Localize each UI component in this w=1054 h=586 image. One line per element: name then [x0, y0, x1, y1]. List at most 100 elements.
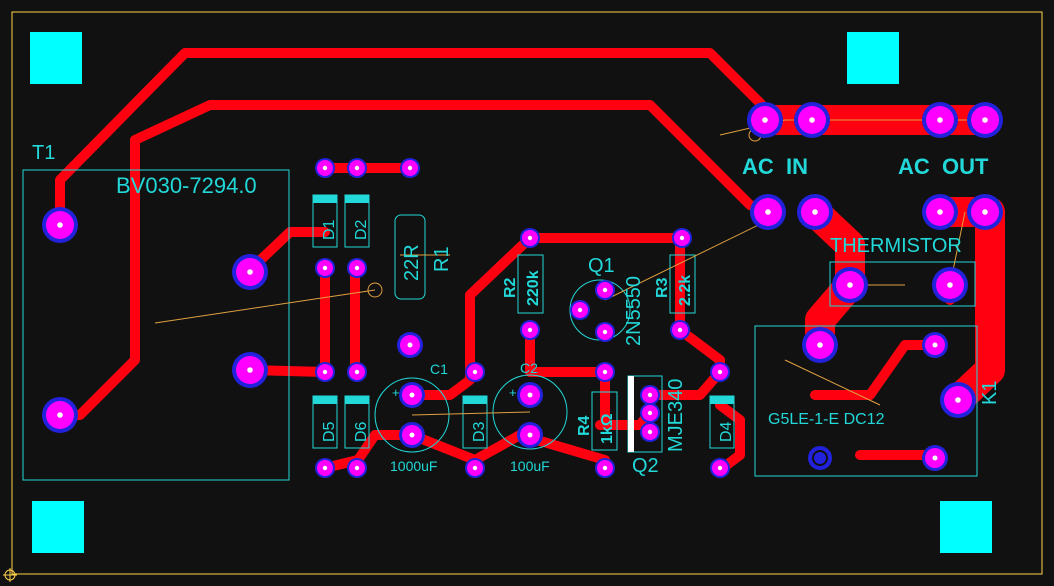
r3-outline — [669, 254, 696, 314]
thermistor-pad-a — [832, 267, 868, 303]
ac-out-pad-1 — [922, 102, 958, 138]
r2-pad-b — [520, 320, 540, 340]
q1-part: 2N5550 — [623, 276, 645, 346]
q2-ref: Q2 — [632, 455, 659, 477]
ac-out-label: AC OUT — [898, 154, 989, 179]
c2-outline — [492, 374, 568, 450]
c2-ref: C2 — [520, 360, 538, 376]
k1-pad-2 — [922, 332, 948, 358]
d3-band — [463, 396, 487, 404]
r1-value: 22R — [401, 244, 423, 281]
d1-band — [313, 195, 337, 203]
relay-ref: K1 — [979, 381, 1001, 405]
ac-in-pad-3 — [750, 194, 786, 230]
ac-in-pad-1 — [747, 102, 783, 138]
ac-out-pad-2 — [967, 102, 1003, 138]
q1-ref: Q1 — [588, 255, 615, 277]
d3-pad-b — [465, 458, 485, 478]
c1-plus: + — [392, 385, 400, 400]
c1-value: 1000uF — [390, 458, 437, 474]
thermistor-outline — [829, 261, 976, 307]
r3-value: 2.2k — [677, 275, 694, 306]
board-outline — [11, 11, 1043, 575]
q2-pad-1 — [640, 385, 660, 405]
r2-pad-a — [520, 228, 540, 248]
k1-nc-pad — [808, 446, 832, 470]
t1-pad-4 — [42, 397, 78, 433]
ac-in-pad-2 — [794, 102, 830, 138]
c2-pad-plus — [517, 382, 543, 408]
r4-outline — [591, 391, 618, 451]
k1-pad-3 — [940, 382, 976, 418]
ac-in-pad-4 — [797, 194, 833, 230]
ac-in-label: AC IN — [742, 154, 808, 179]
r1-pad-a — [400, 158, 420, 178]
transformer-outline — [22, 169, 290, 481]
ac-out-pad-4 — [967, 194, 1003, 230]
t1-pad-1 — [42, 207, 78, 243]
r3-pad-a — [672, 228, 692, 248]
mounting-hole-top-left — [30, 32, 82, 84]
thermistor-label: THERMISTOR — [830, 235, 962, 257]
c2-pad-minus — [517, 422, 543, 448]
d6-pad-b — [347, 458, 367, 478]
d5-band — [313, 396, 337, 404]
c2-value: 100uF — [510, 458, 550, 474]
d2-pad-b — [347, 258, 367, 278]
t1-pad-2 — [232, 254, 268, 290]
c1-outline — [374, 377, 450, 453]
d1-pad-a — [315, 158, 335, 178]
d5-label: D5 — [321, 421, 338, 442]
origin-marker — [3, 568, 17, 582]
d5-pad-b — [315, 458, 335, 478]
t1-pad-3 — [232, 352, 268, 388]
d6-band — [345, 396, 369, 404]
k1-pad-1 — [802, 327, 838, 363]
d5-pad-a — [315, 362, 335, 382]
d2-pad-a — [347, 158, 367, 178]
transformer-part: BV030-7294.0 — [116, 173, 257, 198]
d1-label: D1 — [321, 219, 338, 240]
r3-ref: R3 — [654, 277, 671, 298]
d3-label: D3 — [471, 421, 488, 442]
c1-ref: C1 — [430, 361, 448, 377]
d4-label: D4 — [718, 421, 735, 442]
mounting-hole-top-right — [847, 32, 899, 84]
r1-ref: R1 — [431, 246, 453, 272]
c1-pad-extra — [397, 332, 423, 358]
k1-pad-4 — [922, 445, 948, 471]
r4-ref: R4 — [576, 415, 593, 436]
d4-pad-b — [710, 458, 730, 478]
mounting-hole-bottom-left — [32, 501, 84, 553]
r4-pad-a — [595, 362, 615, 382]
r2-ref: R2 — [502, 277, 519, 298]
r4-value: 1kΩ — [599, 413, 616, 444]
q1-pad-3 — [595, 322, 615, 342]
r4-pad-b — [595, 458, 615, 478]
silkscreen — [22, 169, 978, 481]
q2-part: MJE340 — [665, 379, 687, 452]
d2-band — [345, 195, 369, 203]
q2-pad-3 — [640, 422, 660, 442]
d4-band — [710, 396, 734, 404]
r2-outline — [517, 254, 544, 314]
q1-pad-1 — [595, 280, 615, 300]
d3-pad-a — [465, 362, 485, 382]
c1-pad-minus — [399, 422, 425, 448]
ac-out-pad-3 — [922, 194, 958, 230]
d6-pad-a — [347, 362, 367, 382]
r2-value: 220k — [525, 270, 542, 306]
r1-outline — [394, 214, 426, 300]
d1-pad-b — [315, 258, 335, 278]
relay-part: G5LE-1-E DC12 — [768, 411, 885, 428]
thermistor-pad-b — [932, 267, 968, 303]
c2-plus: + — [509, 385, 517, 400]
d2-label: D2 — [353, 219, 370, 240]
r3-pad-b — [670, 320, 690, 340]
transformer-ref: T1 — [32, 142, 55, 164]
q1-pad-2 — [570, 300, 590, 320]
c1-pad-plus — [399, 382, 425, 408]
d6-label: D6 — [353, 421, 370, 442]
mounting-hole-bottom-right — [940, 501, 992, 553]
